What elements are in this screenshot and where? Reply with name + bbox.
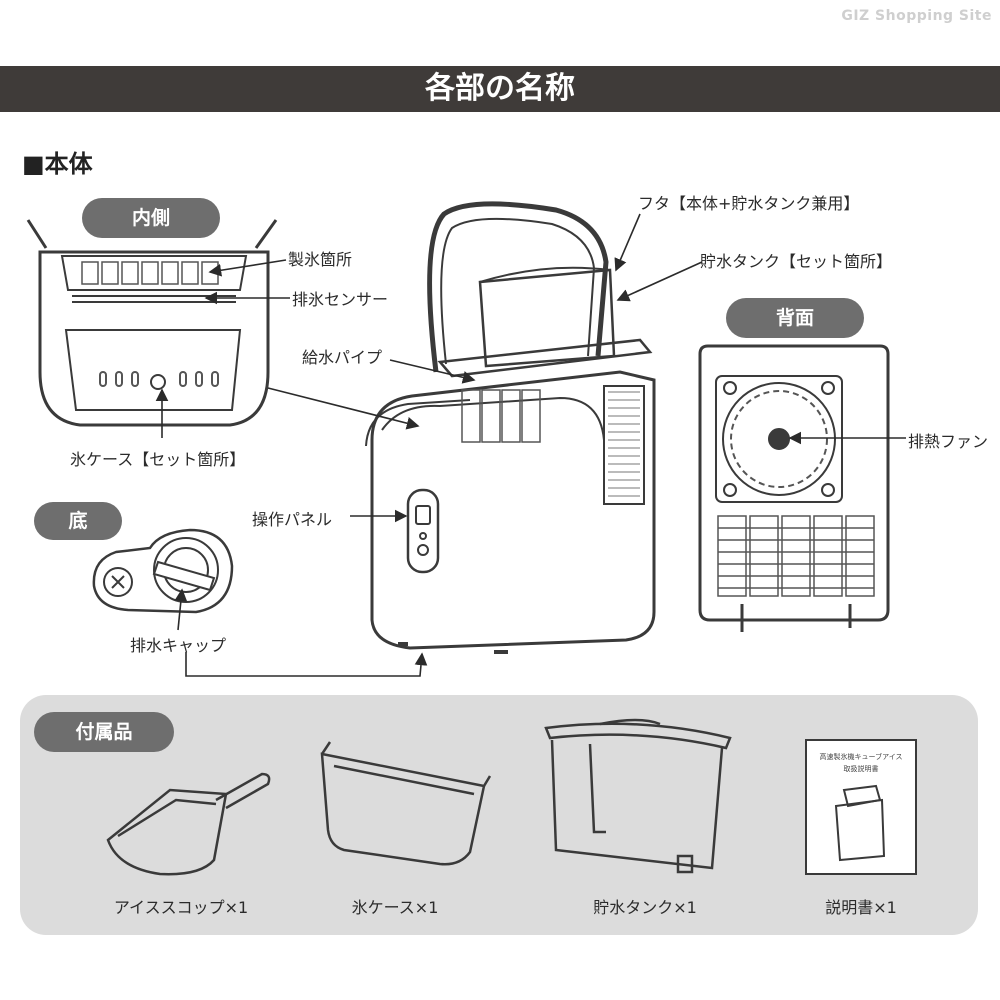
accessory-caption-water-tank: 貯水タンク×1 [593,898,697,917]
ice-scoop-drawing [106,772,271,876]
main-unit-drawing [365,201,656,654]
label-exhaust-fan: 排熱ファン [908,432,989,451]
section-pill-bottom: 底 [34,502,122,540]
site-watermark: GIZ Shopping Site [841,8,992,24]
inner-view-drawing [26,219,278,427]
section-pill-back: 背面 [726,298,864,338]
accessory-caption-ice-case: 氷ケース×1 [351,898,439,917]
label-water-pipe: 給水パイプ [302,348,383,367]
manual-drawing [805,739,917,875]
section-pill-accessories: 付属品 [34,712,174,752]
ice-case-drawing [320,741,492,866]
section-pill-inner: 内側 [82,198,220,238]
back-view-drawing [698,344,890,632]
manual-title-line2: 取扱説明書 [843,765,879,773]
main-body-heading: ■本体 [22,150,93,178]
label-ice-case-set: 氷ケース【セット箇所】 [70,450,246,469]
manual-title-line1: 高速製氷機キューブアイス [819,753,903,761]
label-water-tank-set: 貯水タンク【セット箇所】 [700,252,893,271]
label-drain-cap: 排水キャップ [130,636,227,655]
label-ice-making: 製氷箇所 [288,250,353,269]
label-lid: フタ【本体+貯水タンク兼用】 [638,194,860,213]
accessory-caption-manual: 説明書×1 [825,898,897,917]
bottom-view-drawing [92,528,234,614]
label-ice-sensor: 排氷センサー [292,290,389,309]
water-tank-accessory-drawing [544,718,732,874]
label-control-panel: 操作パネル [252,510,333,529]
accessory-caption-scoop: アイススコップ×1 [113,898,249,917]
page-title-banner: 各部の名称 [0,66,1000,112]
